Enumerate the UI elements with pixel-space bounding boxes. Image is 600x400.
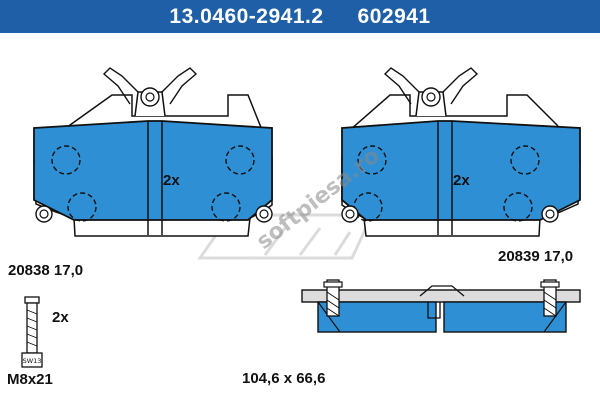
bolt-head-mark: SW13: [23, 357, 42, 365]
bolt-quantity: 2x: [52, 309, 69, 326]
bolt-drawing: SW13: [21, 296, 43, 368]
left-brake-pad: [33, 67, 273, 237]
reference-number: 602941: [357, 4, 431, 28]
part-number: 13.0460-2941.2: [169, 4, 324, 28]
right-friction-material: [341, 120, 581, 221]
right-brake-pad: [341, 67, 581, 237]
bolt-size: M8x21: [7, 371, 53, 388]
right-pad-code: 20839 17,0: [498, 248, 574, 265]
left-pad-quantity: 2x: [163, 172, 180, 189]
header-bar: 13.0460-2941.2 602941: [0, 0, 600, 33]
left-pad-code: 20838 17,0: [8, 262, 84, 279]
brake-pad-drawing: SW13: [21, 67, 581, 368]
left-friction-material: [33, 120, 273, 221]
side-view-drawing: [301, 279, 581, 333]
right-pad-quantity: 2x: [453, 172, 470, 189]
pad-dimensions: 104,6 x 66,6: [242, 370, 326, 387]
